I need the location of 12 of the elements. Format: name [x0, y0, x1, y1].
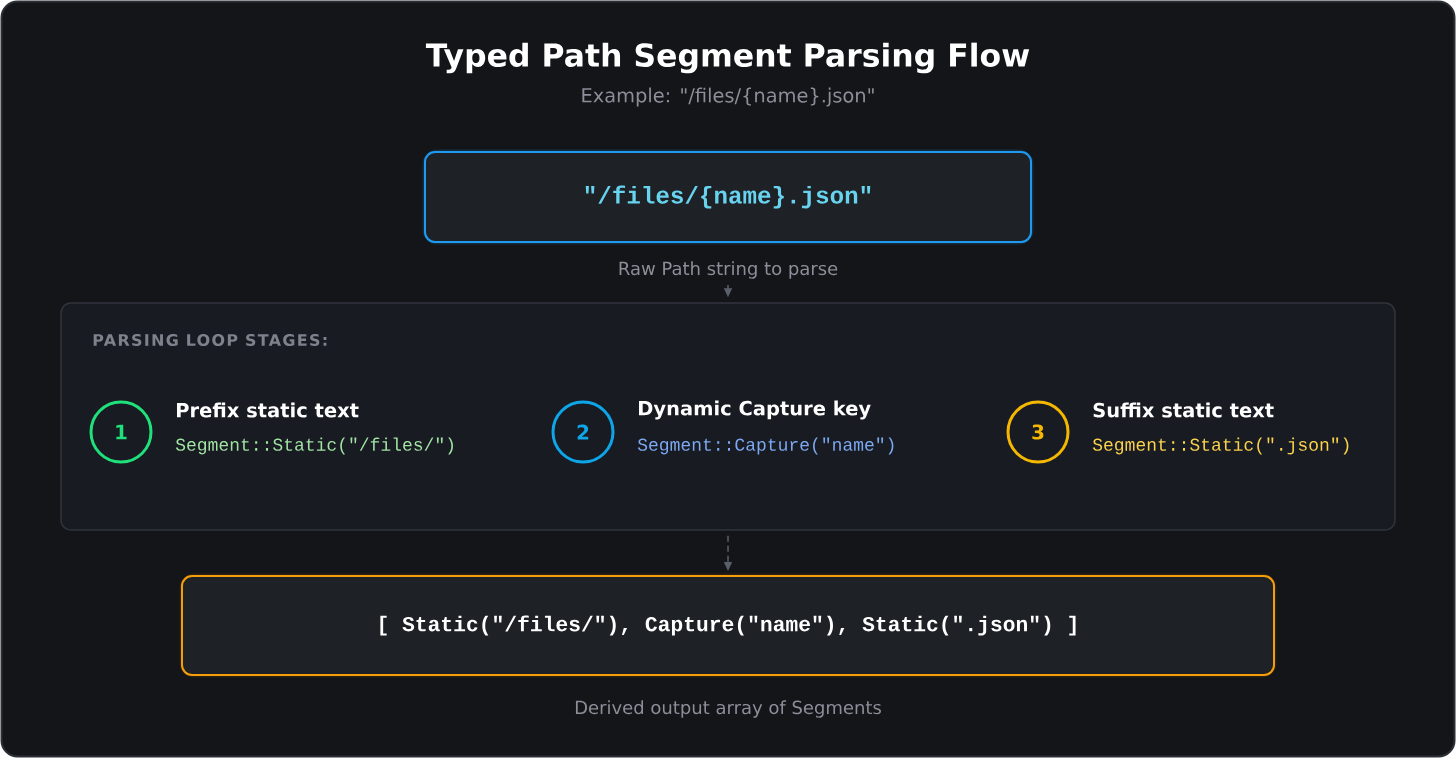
stage-title: Prefix static text [177, 402, 359, 418]
subtitle: Example: "/files/{name}.json" [582, 87, 874, 107]
code-snippet: Segment::Static("/files/") [175, 437, 453, 455]
title: Typed Path Segment Parsing Flow [425, 42, 1030, 74]
output-box: [ Static("/files/"), Capture("name"), Static(".json") ] [179, 573, 1277, 678]
stage-title: Dynamic Capture key [639, 400, 871, 420]
box-caption: Derived output array of Segments [575, 700, 881, 718]
code-snippet: Segment::Static(".json") [1092, 437, 1349, 455]
input-box: "/files/{name}.json" [422, 149, 1034, 245]
code-snippet: Segment::Capture("name") [637, 437, 894, 455]
box-caption: Raw Path string to parse [619, 261, 838, 279]
stage-title: Suffix static text [1093, 402, 1274, 418]
